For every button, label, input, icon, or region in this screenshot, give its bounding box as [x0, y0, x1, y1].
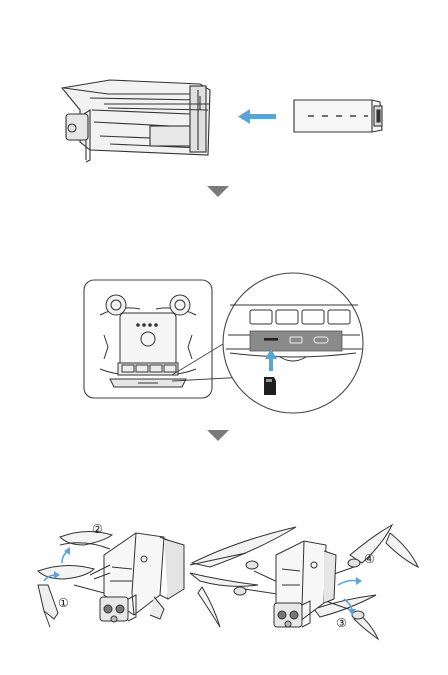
step-insert-battery	[50, 70, 400, 170]
step-label-4: ④	[364, 552, 375, 566]
step-unfold-arms: ① ②	[14, 515, 434, 655]
folded-drone-side	[62, 80, 210, 162]
drone-fully-unfolded	[190, 525, 418, 639]
step-label-3: ③	[336, 616, 347, 630]
next-step-arrow-1	[207, 186, 229, 197]
microsd-card	[264, 377, 276, 395]
microsd-slot-zoom	[223, 273, 363, 413]
step-insert-microsd-card	[80, 265, 370, 415]
next-step-arrow-2	[207, 430, 229, 441]
step-label-1: ①	[58, 596, 69, 610]
step-label-2: ②	[92, 522, 103, 536]
insert-direction-arrow	[238, 109, 276, 124]
drone-partly-unfolded	[38, 531, 184, 627]
battery-pack	[294, 100, 382, 132]
